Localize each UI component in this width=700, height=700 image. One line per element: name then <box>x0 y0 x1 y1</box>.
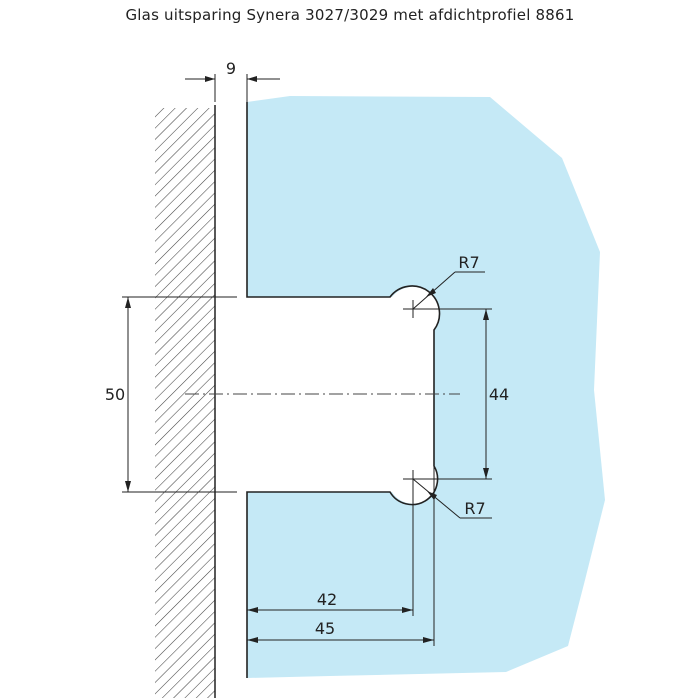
wall-hatching <box>155 108 215 698</box>
outer-arrow-bottom <box>125 481 131 492</box>
dim-label-depth-outer: 45 <box>315 619 335 638</box>
gap-arrow-right <box>247 76 257 82</box>
depth45-arrow-right <box>423 637 434 643</box>
radius-top-arrow <box>426 288 436 297</box>
dim-label-gap: 9 <box>226 59 236 78</box>
glass-panel <box>247 96 605 678</box>
inner-arrow-bottom <box>483 468 489 479</box>
depth45-arrow-left <box>247 637 258 643</box>
glass-edge-top <box>246 102 441 678</box>
dim-label-height-inner: 44 <box>489 385 509 404</box>
outer-arrow-top <box>125 297 131 308</box>
gap-arrow-left <box>205 76 215 82</box>
depth42-arrow-left <box>247 607 258 613</box>
dim-label-radius-top: R7 <box>458 253 479 272</box>
depth42-arrow-right <box>402 607 413 613</box>
diagram-title: Glas uitsparing Synera 3027/3029 met afd… <box>125 6 575 24</box>
dim-label-height-outer: 50 <box>105 385 125 404</box>
dim-label-depth-inner: 42 <box>317 590 337 609</box>
dim-label-radius-bottom: R7 <box>464 499 485 518</box>
radius-bottom-leader <box>412 478 461 519</box>
inner-arrow-top <box>483 309 489 320</box>
